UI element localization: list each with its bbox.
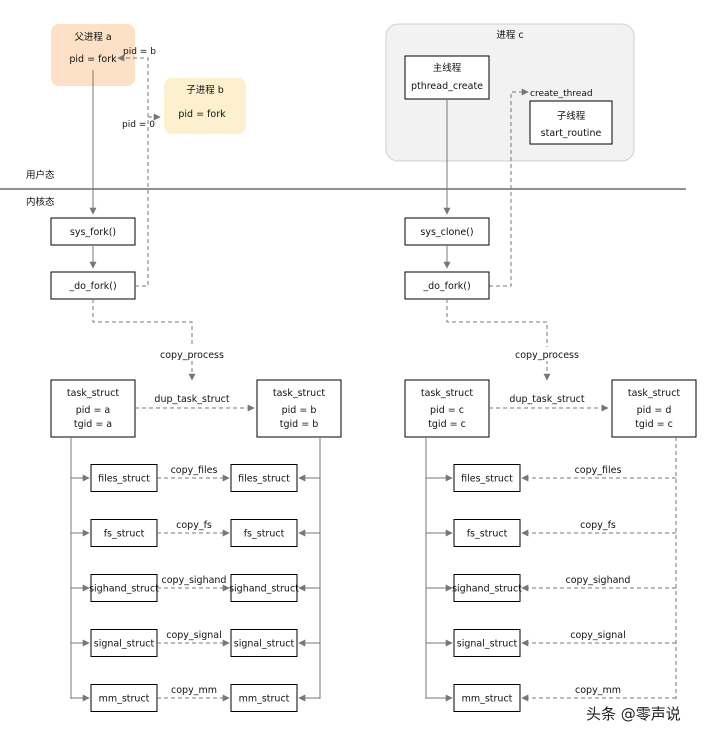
child-process-title: 子进程 b bbox=[186, 85, 224, 96]
child-fork-call: pid = fork bbox=[178, 109, 226, 120]
parent-process-title: 父进程 a bbox=[74, 32, 111, 43]
task-struct-main-tgid: tgid = c bbox=[428, 419, 466, 430]
do-fork-label-left: _do_fork() bbox=[68, 281, 116, 292]
parent-struct-box bbox=[90, 684, 158, 712]
child-struct-box bbox=[230, 684, 298, 712]
copy-label: copy_mm bbox=[171, 685, 217, 696]
child-struct-box bbox=[230, 519, 298, 547]
parent-struct-box bbox=[90, 629, 158, 657]
copy-process-label-right: copy_process bbox=[515, 350, 579, 361]
parent-struct-label: sighand_struct bbox=[89, 584, 159, 595]
process-c-title: 进程 c bbox=[496, 30, 523, 41]
kernel-space-label: 内核态 bbox=[26, 196, 55, 208]
copy-label: copy_signal bbox=[166, 630, 222, 641]
sub-thread-box bbox=[529, 100, 613, 145]
child-struct-box bbox=[230, 574, 298, 602]
do-fork-label-right: _do_fork() bbox=[422, 281, 470, 292]
child-struct-label: files_struct bbox=[238, 474, 290, 485]
copy-process-label-bg-left bbox=[158, 347, 228, 361]
right-struct-rows: files_struct copy_files fs_struct copy_fssi… bbox=[426, 464, 676, 712]
child-struct-label: signal_struct bbox=[234, 639, 295, 650]
shared-struct-box bbox=[453, 629, 521, 657]
task-struct-child-pid: pid = b bbox=[282, 405, 317, 416]
task-struct-child-tgid: tgid = b bbox=[280, 419, 318, 430]
copy-label: copy_mm bbox=[575, 685, 621, 696]
user-space-label: 用户态 bbox=[26, 169, 55, 181]
sub-thread-call: start_routine bbox=[541, 128, 602, 139]
main-thread-box bbox=[404, 55, 490, 100]
dup-task-struct-label-left: dup_task_struct bbox=[154, 394, 229, 405]
shared-struct-label: mm_struct bbox=[462, 694, 513, 705]
dup-task-struct-label-right: dup_task_struct bbox=[509, 394, 584, 405]
task-struct-sub-tgid: tgid = c bbox=[635, 419, 673, 430]
copy-label: copy_files bbox=[575, 465, 622, 476]
copy-process-arrow-right bbox=[446, 299, 551, 381]
left-fork-section: 父进程 a pid = fork 子进程 b pid = fork pid = … bbox=[50, 24, 342, 712]
task-struct-child bbox=[256, 379, 342, 438]
task-struct-child-name: task_struct bbox=[273, 388, 326, 399]
watermark: 头条 @零声说 bbox=[586, 705, 681, 723]
task-struct-parent bbox=[50, 379, 136, 438]
return-to-child-label: pid = 0 bbox=[122, 120, 155, 130]
task-struct-sub-thread bbox=[611, 379, 697, 438]
copy-label: copy_files bbox=[171, 465, 218, 476]
right-thread-section: 进程 c 主线程 pthread_create 子线程 start_routin… bbox=[385, 23, 697, 712]
return-to-parent-label: pid = b bbox=[123, 47, 156, 57]
left-struct-rows: files_struct copy_files files_struct fs_str… bbox=[71, 464, 320, 712]
shared-struct-box bbox=[453, 519, 521, 547]
create-thread-arrow bbox=[489, 88, 529, 287]
child-process-box bbox=[164, 78, 246, 134]
parent-process-box bbox=[51, 24, 135, 86]
sys-clone-label: sys_clone() bbox=[420, 227, 473, 238]
shared-struct-box bbox=[453, 464, 521, 492]
shared-struct-box bbox=[453, 574, 521, 602]
child-struct-box bbox=[230, 629, 298, 657]
copy-label: copy_signal bbox=[570, 630, 626, 641]
child-struct-label: sighand_struct bbox=[229, 584, 299, 595]
task-struct-sub-name: task_struct bbox=[628, 388, 681, 399]
task-struct-parent-pid: pid = a bbox=[76, 405, 111, 416]
copy-label: copy_sighand bbox=[162, 575, 227, 586]
create-thread-label: create_thread bbox=[530, 89, 593, 99]
child-struct-box bbox=[230, 464, 298, 492]
main-thread-title: 主线程 bbox=[433, 62, 462, 74]
return-to-child-arrow bbox=[147, 113, 161, 124]
child-struct-label: fs_struct bbox=[244, 529, 285, 540]
parent-struct-label: mm_struct bbox=[99, 694, 150, 705]
task-struct-main-name: task_struct bbox=[421, 388, 474, 399]
task-struct-main-pid: pid = c bbox=[430, 405, 464, 416]
sys-clone-box bbox=[404, 217, 490, 246]
copy-process-label-left: copy_process bbox=[160, 350, 224, 361]
parent-fork-call: pid = fork bbox=[69, 54, 117, 65]
sys-fork-label: sys_fork() bbox=[70, 227, 116, 238]
child-struct-label: mm_struct bbox=[239, 694, 290, 705]
shared-struct-label: sighand_struct bbox=[452, 584, 522, 595]
copy-label: copy_fs bbox=[580, 520, 616, 531]
parent-struct-label: files_struct bbox=[98, 474, 150, 485]
copy-process-label-bg-right bbox=[512, 347, 582, 361]
return-to-parent-arrow bbox=[117, 54, 149, 287]
copy-label: copy_sighand bbox=[566, 575, 631, 586]
shared-struct-label: fs_struct bbox=[467, 529, 508, 540]
shared-struct-box bbox=[453, 684, 521, 712]
shared-struct-label: signal_struct bbox=[457, 639, 518, 650]
parent-struct-label: signal_struct bbox=[94, 639, 155, 650]
task-struct-parent-tgid: tgid = a bbox=[74, 419, 112, 430]
copy-label: copy_fs bbox=[176, 520, 212, 531]
main-thread-call: pthread_create bbox=[411, 81, 483, 92]
task-struct-main-thread bbox=[404, 379, 490, 438]
parent-struct-label: fs_struct bbox=[104, 529, 145, 540]
copy-process-arrow-left bbox=[92, 299, 196, 381]
task-struct-parent-name: task_struct bbox=[67, 388, 120, 399]
task-struct-sub-pid: pid = d bbox=[637, 405, 672, 416]
shared-struct-label: files_struct bbox=[461, 474, 513, 485]
sub-thread-title: 子线程 bbox=[557, 110, 586, 122]
sys-fork-box bbox=[50, 217, 136, 246]
do-fork-box-left bbox=[50, 271, 136, 300]
